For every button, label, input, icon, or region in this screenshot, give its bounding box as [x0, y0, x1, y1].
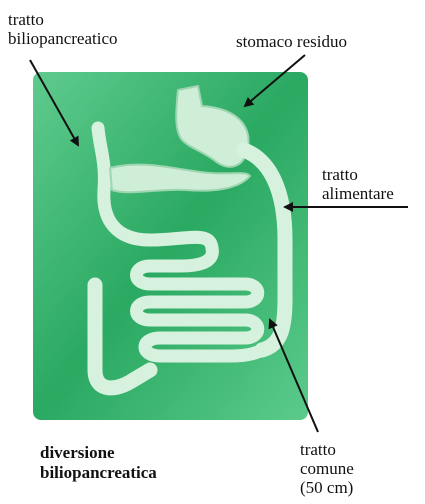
label-common-tract: tratto comune (50 cm) [300, 440, 354, 497]
label-alimentary-tract: tratto alimentare [322, 165, 394, 203]
diagram-caption: diversione biliopancreatica [40, 443, 157, 483]
green-panel [33, 72, 308, 420]
label-biliopancreatic-tract: tratto biliopancreatico [8, 10, 118, 48]
label-residual-stomach: stomaco residuo [236, 32, 347, 51]
